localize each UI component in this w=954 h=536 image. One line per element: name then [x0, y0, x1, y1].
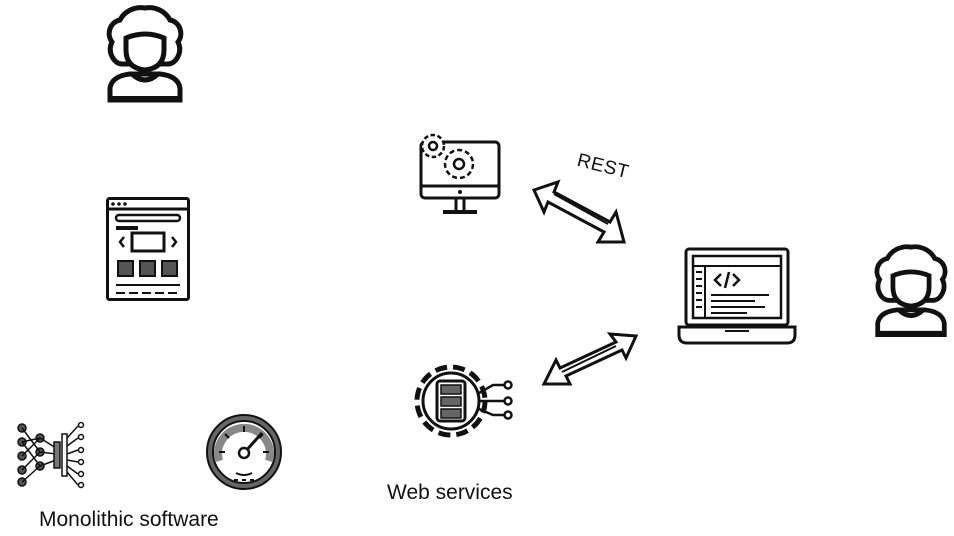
- double-arrow-icon-bottom: [541, 332, 639, 386]
- double-arrow-icon-top: [531, 179, 626, 246]
- rest-label: REST: [574, 150, 632, 184]
- server-gear-icon: [409, 357, 515, 447]
- browser-window-icon: [106, 197, 190, 301]
- neural-network-icon: [16, 420, 88, 490]
- monolithic-software-label: Monolithic software: [39, 508, 219, 531]
- user-icon-top-left: [104, 4, 186, 103]
- laptop-code-icon: [677, 247, 797, 345]
- web-services-label: Web services: [387, 481, 513, 504]
- monitor-gears-icon: [415, 128, 503, 216]
- user-icon-right: [872, 241, 950, 338]
- speedometer-icon: [205, 413, 283, 491]
